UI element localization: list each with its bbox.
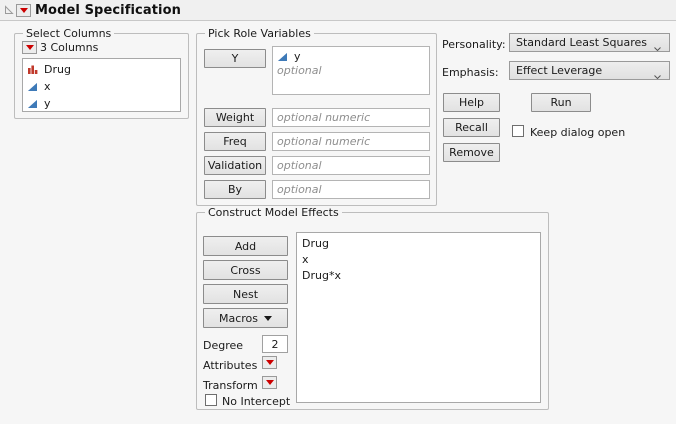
run-button[interactable]: Run — [531, 93, 591, 112]
cross-button[interactable]: Cross — [203, 260, 288, 280]
y-role-placeholder: optional — [277, 64, 322, 77]
column-name: x — [44, 80, 51, 93]
degree-label: Degree — [203, 339, 244, 352]
attributes-label: Attributes — [203, 359, 258, 372]
emphasis-label: Emphasis: — [442, 66, 499, 79]
model-effects-listbox[interactable]: Drug x Drug*x — [296, 232, 541, 403]
personality-label: Personality: — [442, 38, 506, 51]
continuous-triangle-icon — [27, 98, 39, 109]
by-role-button[interactable]: By — [204, 180, 266, 199]
list-item[interactable]: y — [23, 95, 180, 111]
columns-menu-icon[interactable] — [22, 41, 37, 54]
personality-value: Standard Least Squares — [516, 36, 647, 49]
keep-dialog-open-label: Keep dialog open — [530, 126, 626, 139]
by-role-placeholder: optional — [277, 183, 322, 196]
nominal-bar-icon — [27, 64, 39, 75]
pick-role-variables-group: Pick Role Variables — [196, 27, 437, 206]
column-name: Drug — [44, 63, 71, 76]
help-button[interactable]: Help — [443, 93, 500, 112]
validation-role-dropzone[interactable]: optional — [272, 156, 430, 175]
nest-button[interactable]: Nest — [203, 284, 288, 304]
red-triangle-menu-icon[interactable] — [16, 3, 31, 17]
list-item[interactable]: Drug — [302, 237, 329, 250]
keep-dialog-open-checkbox[interactable] — [512, 125, 524, 137]
weight-role-button[interactable]: Weight — [204, 108, 266, 127]
list-item[interactable]: x — [302, 253, 309, 266]
remove-button[interactable]: Remove — [443, 143, 500, 162]
by-role-dropzone[interactable]: optional — [272, 180, 430, 199]
page-title: Model Specification — [35, 2, 181, 18]
continuous-triangle-icon — [27, 81, 39, 92]
freq-role-button[interactable]: Freq — [204, 132, 266, 151]
y-role-dropzone[interactable]: y optional — [272, 46, 430, 95]
chevron-down-icon — [654, 69, 661, 79]
list-item[interactable]: Drug — [23, 61, 180, 78]
emphasis-select[interactable]: Effect Leverage — [509, 61, 670, 80]
freq-role-dropzone[interactable]: optional numeric — [272, 132, 430, 151]
weight-role-placeholder: optional numeric — [277, 111, 371, 124]
columns-listbox[interactable]: Drug x y — [22, 58, 181, 112]
chevron-down-icon — [654, 41, 661, 51]
no-intercept-label: No Intercept — [222, 395, 291, 408]
no-intercept-checkbox[interactable] — [205, 394, 217, 406]
emphasis-value: Effect Leverage — [516, 64, 603, 77]
list-item[interactable]: Drug*x — [302, 269, 341, 282]
validation-role-button[interactable]: Validation — [204, 156, 266, 175]
personality-select[interactable]: Standard Least Squares — [509, 33, 670, 52]
construct-model-effects-legend: Construct Model Effects — [205, 206, 342, 219]
caret-down-icon — [264, 315, 273, 321]
add-button[interactable]: Add — [203, 236, 288, 256]
macros-button-label: Macros — [218, 311, 259, 325]
validation-role-placeholder: optional — [277, 159, 322, 172]
columns-count-label: 3 Columns — [40, 41, 99, 54]
y-role-button[interactable]: Y — [204, 49, 266, 68]
column-name: y — [44, 97, 51, 110]
continuous-triangle-icon — [277, 51, 289, 62]
transform-menu-icon[interactable] — [262, 376, 277, 389]
macros-button[interactable]: Macros — [203, 308, 288, 328]
select-columns-group: Select Columns — [14, 27, 189, 119]
recall-button[interactable]: Recall — [443, 118, 500, 137]
columns-count-row: 3 Columns — [22, 41, 98, 54]
freq-role-placeholder: optional numeric — [277, 135, 371, 148]
transform-label: Transform — [203, 379, 258, 392]
weight-role-dropzone[interactable]: optional numeric — [272, 108, 430, 127]
window-titlebar: Model Specification — [0, 0, 676, 21]
y-role-value: y — [294, 50, 301, 63]
degree-input[interactable]: 2 — [262, 335, 288, 353]
select-columns-legend: Select Columns — [23, 27, 115, 40]
pick-role-variables-legend: Pick Role Variables — [205, 27, 314, 40]
list-item[interactable]: x — [23, 78, 180, 95]
attributes-menu-icon[interactable] — [262, 356, 277, 369]
collapse-triangle-icon[interactable] — [4, 5, 14, 15]
construct-model-effects-group: Construct Model Effects — [196, 206, 549, 410]
